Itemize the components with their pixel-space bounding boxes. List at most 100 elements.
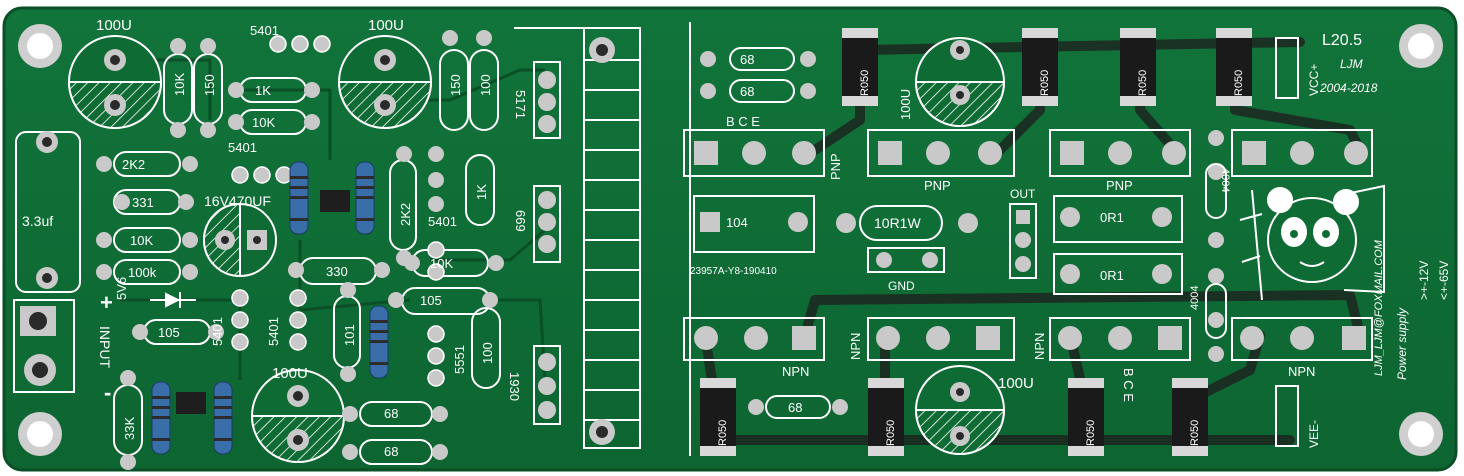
- label-r-105-1: 105: [420, 293, 442, 308]
- label-r-10k-v1: 10K: [172, 73, 187, 96]
- label-vcc: VCC+: [1307, 64, 1321, 96]
- label-t-5551: 5551: [452, 345, 467, 374]
- label-r-104: 104: [726, 215, 748, 230]
- heatsink-outline: [514, 22, 691, 456]
- mounting-holes: [18, 24, 1443, 456]
- label-cap-100u-4: 100U: [998, 375, 1034, 392]
- label-r-33k-v: 33K: [122, 417, 137, 440]
- label-cap-100u-v: 100U: [898, 89, 913, 120]
- label-r-2k2-v: 2K2: [398, 203, 413, 226]
- label-bce-2: B C E: [1121, 368, 1136, 402]
- label-r-68-3: 68: [740, 52, 754, 67]
- label-d-4004-1: 4004: [1219, 168, 1231, 192]
- label-power-neg: <+-65V: [1437, 261, 1451, 300]
- label-model: L20.5: [1322, 32, 1362, 49]
- label-r-101-v: 101: [342, 324, 357, 346]
- label-pnp-v1: PNP: [828, 153, 843, 180]
- silkscreen-labels: 100U 100U 100U 100U 3.3uf 16V470UF 5401 …: [22, 17, 1378, 459]
- label-npn-v1: NPN: [848, 333, 863, 360]
- label-r-1k-1: 1K: [255, 83, 271, 98]
- label-r-1k-v: 1K: [474, 184, 489, 200]
- smd-r050-resistors: [700, 28, 1252, 456]
- label-r-0r1-1: 0R1: [1100, 210, 1124, 225]
- resistor-pads: [96, 30, 978, 470]
- label-bce-1: B C E: [726, 114, 760, 129]
- label-t-669: 669: [513, 210, 528, 232]
- label-r-100-v1: 100: [478, 74, 493, 96]
- label-board-code: 23957A-Y8-190410: [690, 266, 777, 277]
- label-t-5401-v1: 5401: [210, 317, 225, 346]
- label-vee: VEE-: [1307, 420, 1321, 448]
- label-r-100k: 100k: [128, 265, 157, 280]
- label-r050-2: R050: [1039, 70, 1051, 96]
- power-transistor-outlines: [683, 129, 1373, 361]
- panda-logo: [1239, 184, 1385, 301]
- rail-connectors: [1275, 37, 1299, 447]
- label-r-10k-1: 10K: [252, 115, 275, 130]
- label-r-10k-3: 10K: [430, 256, 453, 271]
- label-email: LJM_LJM@FOXMAIL.COM: [1373, 239, 1385, 376]
- rotated-silkscreen-labels: 10K 150 150 100 2K2 1K 101 100 33K 5171 …: [97, 64, 1451, 448]
- input-terminal: [13, 299, 75, 393]
- label-cap-100u-1: 100U: [96, 17, 132, 34]
- label-r-10r1w: 10R1W: [874, 215, 921, 231]
- label-npn-2: NPN: [1288, 364, 1315, 379]
- label-r-100-v2: 100: [480, 342, 495, 364]
- electrolytic-capacitors: [67, 35, 1006, 463]
- label-r050-7: R050: [1085, 420, 1097, 446]
- zener-diode-symbol: [150, 292, 196, 308]
- label-years: 2004-2018: [1319, 81, 1378, 95]
- label-r050-4: R050: [1233, 70, 1245, 96]
- label-r-105-2: 105: [158, 325, 180, 340]
- smd-chips: [176, 190, 350, 414]
- label-cap-3-3uf: 3.3uf: [22, 213, 53, 229]
- label-r050-6: R050: [885, 420, 897, 446]
- label-t-5401-1: 5401: [250, 23, 279, 38]
- label-npn-v2: NPN: [1032, 333, 1047, 360]
- label-gnd: GND: [888, 279, 915, 293]
- label-r-68-1: 68: [384, 406, 398, 421]
- label-r-68-4: 68: [740, 84, 754, 99]
- label-cap-100u-2: 100U: [368, 17, 404, 34]
- power-transistor-pads: [694, 130, 1368, 362]
- label-t-5171: 5171: [513, 90, 528, 119]
- label-author: LJM: [1340, 57, 1363, 71]
- label-d-4004-2: 4004: [1189, 286, 1201, 310]
- label-r050-3: R050: [1137, 70, 1149, 96]
- label-t-1930: 1930: [507, 372, 522, 401]
- label-r-331: 331: [132, 195, 154, 210]
- diode-4004-outlines: [1205, 163, 1227, 339]
- label-t-5401-v2: 5401: [266, 317, 281, 346]
- label-cap-16v470uf: 16V470UF: [204, 193, 271, 209]
- label-pnp-1: PNP: [924, 178, 951, 193]
- input-plus: +: [100, 290, 113, 315]
- label-r-150-v1: 150: [202, 74, 217, 96]
- label-out: OUT: [1010, 187, 1036, 201]
- input-minus: -: [104, 380, 111, 405]
- label-t-5401-3: 5401: [428, 214, 457, 229]
- label-r-2k2-1: 2K2: [122, 157, 145, 172]
- label-input: INPUT: [97, 326, 113, 368]
- label-d-5v6: 5V6: [114, 277, 129, 300]
- film-capacitor-pads: [36, 131, 58, 289]
- label-t-5401-2: 5401: [228, 140, 257, 155]
- label-r050-8: R050: [1189, 420, 1201, 446]
- to92-transistors: [231, 35, 445, 387]
- label-r050-5: R050: [717, 420, 729, 446]
- label-r-10k-2: 10K: [130, 233, 153, 248]
- label-npn-1: NPN: [782, 364, 809, 379]
- label-power-pos: >+-12V: [1417, 261, 1431, 300]
- label-r-330: 330: [326, 264, 348, 279]
- pin-headers: [533, 61, 1037, 425]
- blue-resistors: [151, 161, 389, 455]
- label-power-supply: Power supply: [1395, 307, 1409, 380]
- label-r-150-v2: 150: [448, 74, 463, 96]
- capacitor-pads: [104, 40, 970, 451]
- label-r-68-5: 68: [788, 400, 802, 415]
- label-r-0r1-2: 0R1: [1100, 268, 1124, 283]
- label-r050-1: R050: [859, 70, 871, 96]
- label-cap-100u-3: 100U: [272, 365, 308, 382]
- heatsink-screw-holes: [589, 37, 615, 445]
- label-pnp-2: PNP: [1106, 178, 1133, 193]
